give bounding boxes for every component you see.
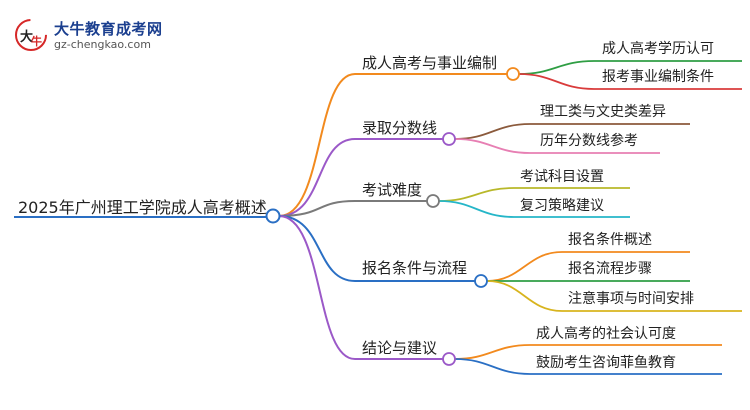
- logo-mark-icon: 大 牛: [15, 19, 47, 51]
- leaf-label: 报名条件概述: [568, 232, 652, 248]
- branch-node-icon: [506, 67, 520, 81]
- leaf-connector: [454, 344, 531, 360]
- leaf-label: 复习策略建议: [520, 198, 604, 214]
- leaf-connector: [454, 358, 531, 375]
- leaf-label: 考试科目设置: [520, 169, 604, 185]
- leaf-label: 鼓励考生咨询菲鱼教育: [536, 355, 676, 371]
- leaf-connector: [454, 138, 531, 154]
- leaf-connector: [518, 60, 595, 75]
- branch-label-difficulty: 考试难度: [362, 181, 423, 199]
- leaf-connector: [438, 187, 515, 202]
- branch-label-scores: 录取分数线: [362, 119, 438, 137]
- branch-label-conclusion: 结论与建议: [362, 339, 438, 357]
- svg-text:大: 大: [20, 29, 33, 45]
- root-topic-label: 2025年广州理工学院成人高考概述: [18, 198, 267, 217]
- branch-node-icon: [474, 274, 488, 288]
- leaf-connector: [486, 280, 563, 312]
- root-node-icon: [265, 208, 281, 224]
- branch-node-icon: [442, 132, 456, 146]
- leaf-label: 成人高考学历认可: [602, 41, 714, 57]
- branch-label-registration: 报名条件与流程: [362, 259, 468, 277]
- leaf-connector: [486, 251, 563, 282]
- branch-node-icon: [442, 352, 456, 366]
- svg-text:牛: 牛: [31, 34, 42, 48]
- leaf-label: 理工类与文史类差异: [540, 104, 666, 120]
- leaf-connector: [518, 73, 595, 90]
- leaf-connector: [438, 200, 515, 218]
- leaf-label: 报名流程步骤: [568, 261, 652, 277]
- branch-connector: [278, 73, 356, 217]
- branch-connector: [278, 215, 356, 282]
- branch-connector: [278, 215, 356, 360]
- leaf-label: 报考事业编制条件: [602, 69, 714, 85]
- site-logo: 大 牛 大牛教育成考网 gz-chengkao.com: [14, 16, 164, 56]
- branch-label-marriage-civil: 成人高考与事业编制: [362, 54, 498, 72]
- branch-connector: [278, 200, 356, 217]
- leaf-connector: [454, 123, 531, 140]
- logo-url: gz-chengkao.com: [54, 38, 151, 51]
- leaf-label: 历年分数线参考: [540, 133, 638, 149]
- logo-title: 大牛教育成考网: [54, 20, 163, 38]
- branch-node-icon: [426, 194, 440, 208]
- leaf-label: 注意事项与时间安排: [568, 291, 694, 307]
- leaf-label: 成人高考的社会认可度: [536, 326, 676, 342]
- branch-connector: [278, 138, 356, 217]
